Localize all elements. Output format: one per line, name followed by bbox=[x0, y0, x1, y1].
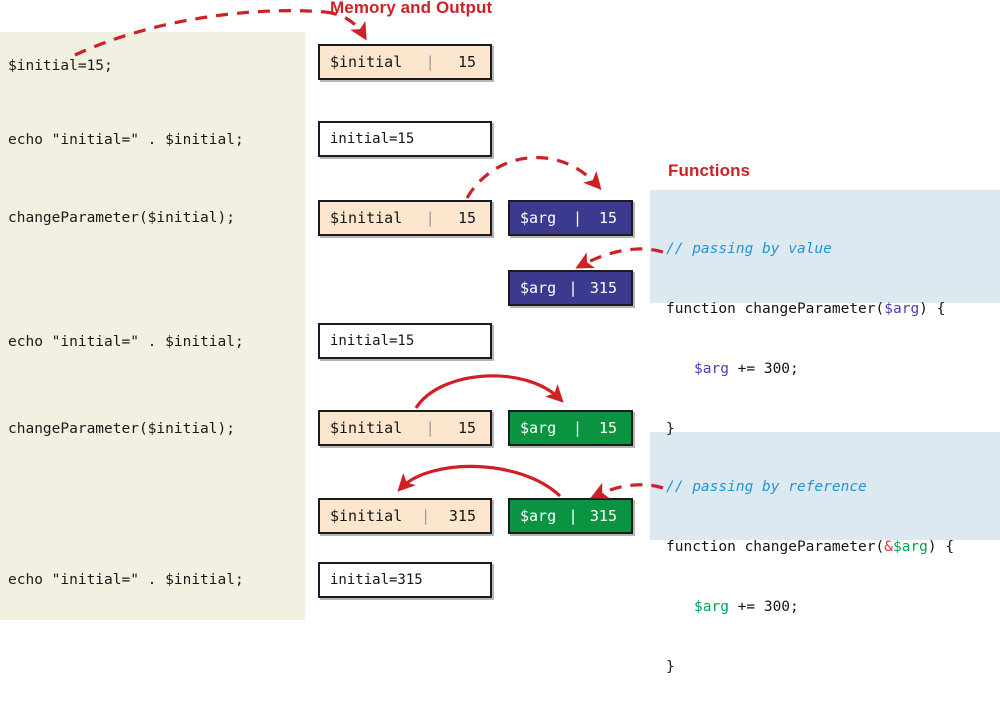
memory-box-value: 15 bbox=[457, 419, 476, 437]
code-line-call-by-value: changeParameter($initial); bbox=[8, 210, 235, 226]
code-line-echo-initial-1: echo "initial=" . $initial; bbox=[8, 132, 244, 148]
memory-box-initial-15-before-value-call: $initial | 15 bbox=[318, 200, 492, 236]
diagram-canvas: Memory and Output Functions $initial=15;… bbox=[0, 0, 1000, 675]
function-signature-by-reference: function changeParameter(&$arg) { bbox=[666, 539, 955, 555]
memory-box-separator: | bbox=[421, 507, 431, 525]
memory-box-initial-15-initial: $initial | 15 bbox=[318, 44, 492, 80]
memory-box-value: 15 bbox=[457, 53, 476, 71]
memory-box-initial-315-by-reference: $initial | 315 bbox=[318, 498, 492, 534]
function-comment-by-reference: // passing by reference bbox=[666, 479, 867, 495]
memory-box-variable-name: $arg bbox=[520, 507, 557, 525]
arrow-initial-to-arg-by-reference bbox=[414, 374, 564, 409]
memory-box-value: 315 bbox=[448, 507, 476, 525]
memory-box-separator: | bbox=[568, 507, 578, 525]
function-panel-by-value-background bbox=[650, 190, 1000, 303]
memory-box-variable-name: $initial bbox=[330, 419, 403, 437]
function-body-by-reference: $arg += 300; bbox=[694, 599, 799, 615]
memory-box-variable-name: $initial bbox=[330, 209, 403, 227]
function-close-brace-by-reference: } bbox=[666, 659, 675, 675]
memory-box-variable-name: $arg bbox=[520, 279, 557, 297]
arrow-arg-315-to-initial-315 bbox=[397, 464, 562, 498]
function-close-brace-by-value: } bbox=[666, 421, 675, 437]
memory-box-arg-15-by-reference: $arg | 15 bbox=[508, 410, 633, 446]
memory-box-value: 15 bbox=[598, 419, 617, 437]
function-code-by-value: // passing by value function changeParam… bbox=[666, 199, 945, 479]
output-box-initial-15-second: initial=15 bbox=[318, 323, 492, 359]
memory-box-variable-name: $initial bbox=[330, 507, 403, 525]
code-line-call-by-reference: changeParameter($initial); bbox=[8, 421, 235, 437]
output-box-initial-15-first: initial=15 bbox=[318, 121, 492, 157]
function-comment-by-value: // passing by value bbox=[666, 241, 832, 257]
function-signature-by-value: function changeParameter($arg) { bbox=[666, 301, 946, 317]
memory-box-variable-name: $arg bbox=[520, 419, 557, 437]
memory-box-separator: | bbox=[573, 419, 583, 437]
memory-box-value: 15 bbox=[457, 209, 476, 227]
memory-box-value: 15 bbox=[598, 209, 617, 227]
memory-box-arg-15-by-value: $arg | 15 bbox=[508, 200, 633, 236]
code-line-echo-initial-2: echo "initial=" . $initial; bbox=[8, 334, 244, 350]
memory-box-initial-15-before-ref-call: $initial | 15 bbox=[318, 410, 492, 446]
code-panel-background bbox=[0, 32, 305, 620]
code-line-assign-initial: $initial=15; bbox=[8, 58, 113, 74]
function-body-by-value: $arg += 300; bbox=[694, 361, 799, 377]
function-panel-by-reference-background bbox=[650, 432, 1000, 540]
memory-box-separator: | bbox=[425, 209, 435, 227]
memory-box-separator: | bbox=[425, 53, 435, 71]
memory-box-separator: | bbox=[573, 209, 583, 227]
memory-box-separator: | bbox=[568, 279, 578, 297]
memory-box-variable-name: $arg bbox=[520, 209, 557, 227]
memory-box-value: 315 bbox=[589, 279, 617, 297]
arrow-initial-to-arg-by-value bbox=[465, 155, 602, 199]
function-code-by-reference: // passing by reference function changeP… bbox=[666, 437, 954, 717]
memory-box-separator: | bbox=[425, 419, 435, 437]
section-title-memory-and-output: Memory and Output bbox=[330, 0, 493, 17]
memory-box-arg-315-by-reference: $arg | 315 bbox=[508, 498, 633, 534]
section-title-functions: Functions bbox=[668, 161, 751, 180]
output-box-initial-315: initial=315 bbox=[318, 562, 492, 598]
memory-box-variable-name: $initial bbox=[330, 53, 403, 71]
code-line-echo-initial-3: echo "initial=" . $initial; bbox=[8, 572, 244, 588]
memory-box-value: 315 bbox=[589, 507, 617, 525]
memory-box-arg-315-by-value: $arg | 315 bbox=[508, 270, 633, 306]
